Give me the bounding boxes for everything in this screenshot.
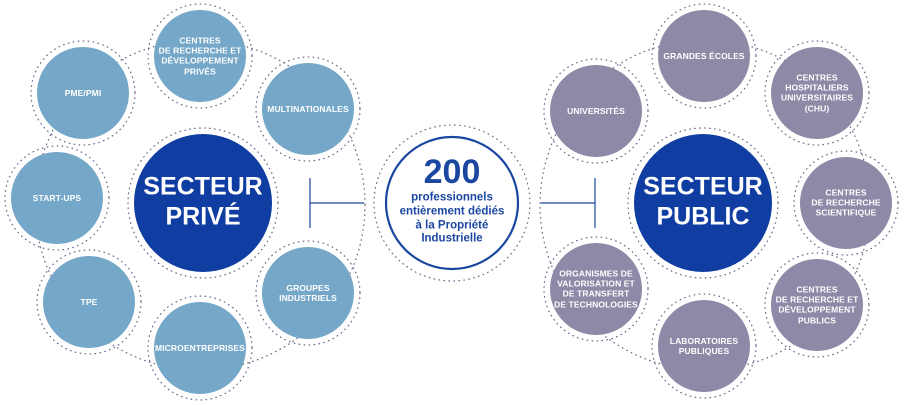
public-satellite-dotted-ring xyxy=(543,236,649,342)
public-satellite xyxy=(658,300,750,392)
public-satellite xyxy=(800,157,892,249)
public-satellite xyxy=(771,47,863,139)
public-satellite-label: GRANDES ÉCOLES xyxy=(663,50,745,61)
public-satellite-label: UNIVERSITÉS xyxy=(567,105,625,116)
public-satellite-dotted-ring xyxy=(543,58,649,164)
public-satellite-dotted-ring xyxy=(651,293,757,399)
public-satellite-dotted-ring xyxy=(764,40,870,146)
public-satellite xyxy=(658,10,750,102)
private-satellite xyxy=(154,10,246,102)
public-satellite-label: CENTRES DE RECHERCHE SCIENTIFIQUE xyxy=(811,187,881,219)
public-satellite xyxy=(550,243,642,335)
center-circle xyxy=(384,135,520,271)
public-satellite-label: LABORATOIRES PUBLIQUES xyxy=(669,335,739,356)
center-number: 200 xyxy=(423,153,481,191)
private-satellite-label: CENTRES DE RECHERCHE ET DÉVELOPPEMENT PR… xyxy=(158,35,242,77)
private-satellite xyxy=(262,63,354,155)
public-satellite xyxy=(550,65,642,157)
private-hub-dotted-ring xyxy=(127,127,279,279)
private-cluster-dotted-ring xyxy=(34,39,366,371)
public-hub-title: SECTEUR PUBLIC xyxy=(643,172,763,231)
private-satellite-dotted-ring xyxy=(30,40,136,146)
center-text: professionnels entièrement dédiés à la P… xyxy=(399,191,505,245)
private-satellite-dotted-ring xyxy=(255,56,361,162)
private-hub xyxy=(134,134,272,272)
private-satellite xyxy=(262,247,354,339)
private-satellite-label: MULTINATIONALES xyxy=(267,103,349,114)
public-hub-dotted-ring xyxy=(627,127,779,279)
public-satellite-label: CENTRES DE RECHERCHE ET DÉVELOPPEMENT PU… xyxy=(775,284,859,326)
private-satellite-dotted-ring xyxy=(4,145,110,251)
public-satellite-dotted-ring xyxy=(764,252,870,358)
private-satellite-dotted-ring xyxy=(36,249,142,355)
private-satellite-label: START-UPS xyxy=(32,192,82,203)
private-satellite-dotted-ring xyxy=(147,295,253,401)
public-satellite-dotted-ring xyxy=(651,3,757,109)
public-satellite-dotted-ring xyxy=(793,150,899,256)
private-hub-title: SECTEUR PRIVÉ xyxy=(143,172,263,231)
center-dotted-ring xyxy=(373,124,531,282)
private-satellite xyxy=(37,47,129,139)
private-satellite-label: TPE xyxy=(80,296,98,307)
public-hub xyxy=(634,134,772,272)
private-satellite-dotted-ring xyxy=(255,240,361,346)
private-satellite-label: PME/PMI xyxy=(64,87,102,98)
public-satellite xyxy=(771,259,863,351)
private-satellite xyxy=(43,256,135,348)
private-satellite-label: MICROENTREPRISES xyxy=(155,342,245,353)
public-satellite-label: ORGANISMES DE VALORISATION ET DE TRANSFE… xyxy=(554,268,638,310)
private-satellite xyxy=(154,302,246,394)
public-satellite-label: CENTRES HOSPITALIERS UNIVERSITAIRES (CHU… xyxy=(780,72,854,114)
private-satellite-label: GROUPES INDUSTRIELS xyxy=(279,282,337,303)
private-satellite xyxy=(11,152,103,244)
private-satellite-dotted-ring xyxy=(147,3,253,109)
